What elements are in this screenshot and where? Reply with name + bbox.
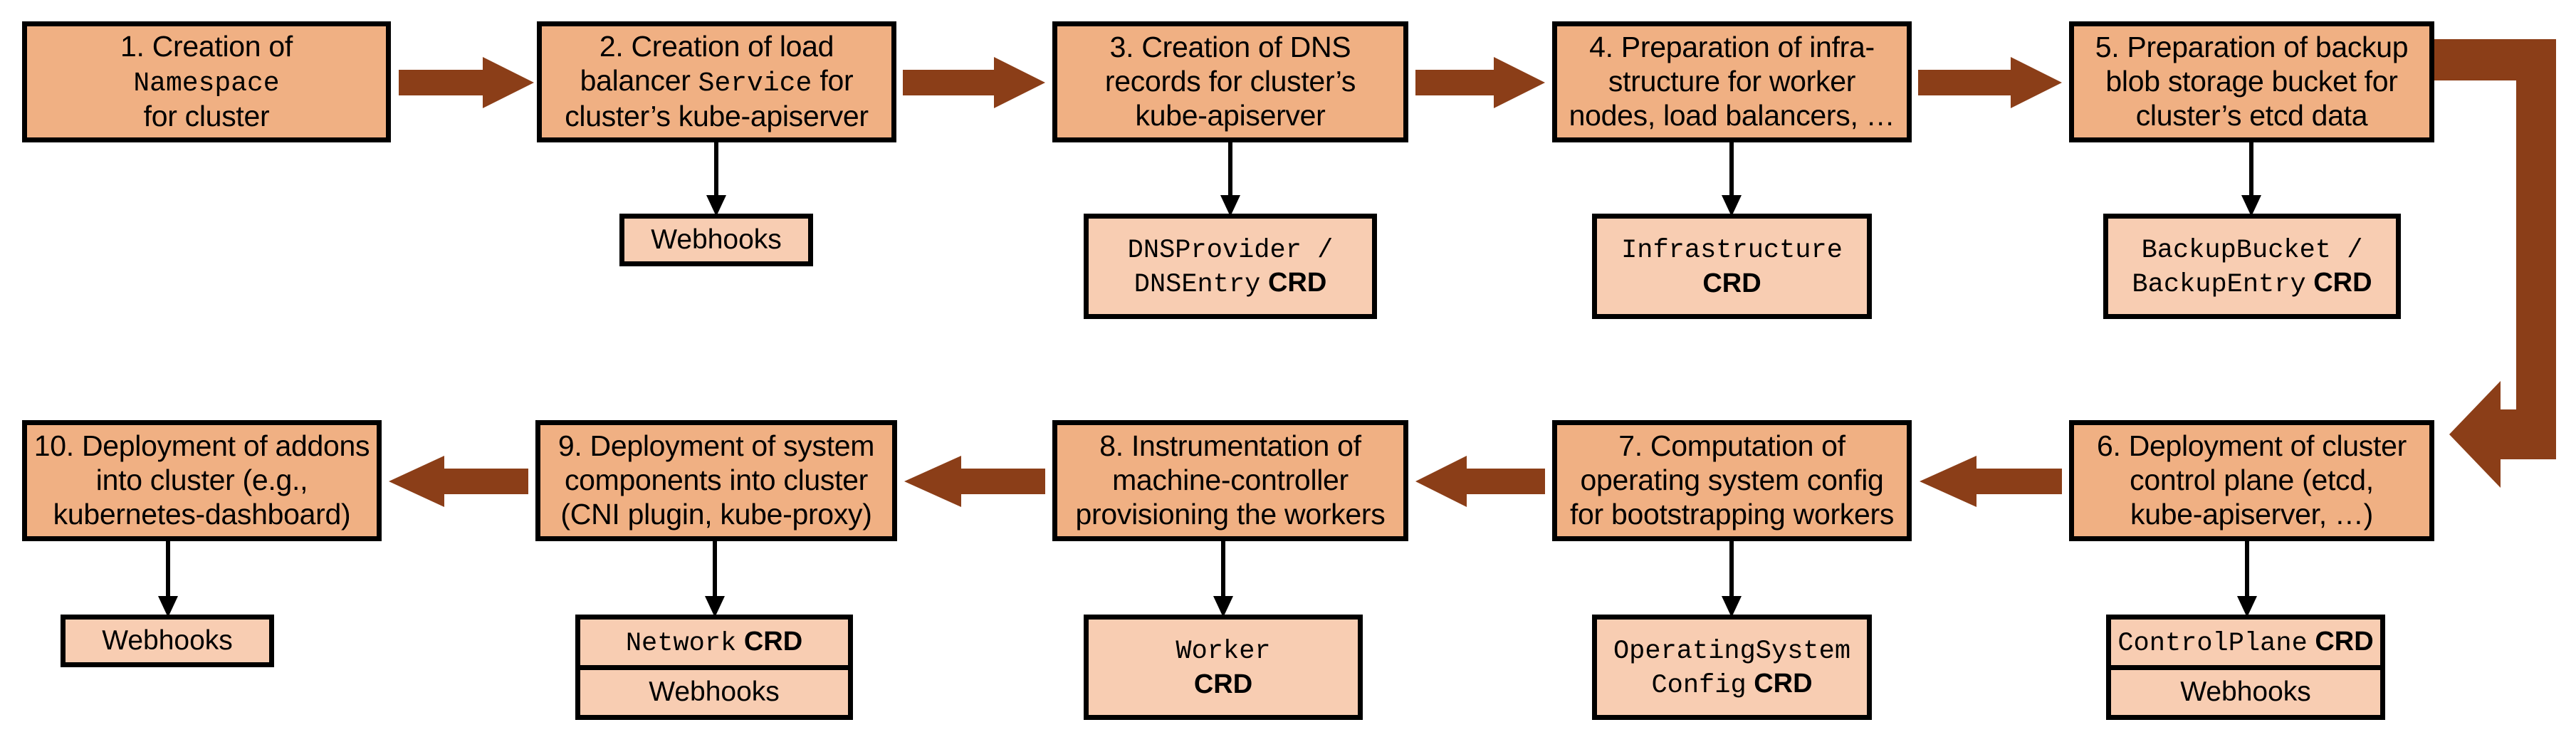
step-9-text: 9. Deployment of system components into … [557, 429, 875, 531]
step-box-7[interactable]: 7. Computation of operating system confi… [1552, 420, 1912, 541]
step-2-text: 2. Creation of load balancer Service for… [565, 29, 869, 133]
sub-box-step4-infrastructure-crd[interactable]: Infrastructure CRD [1592, 214, 1872, 319]
connector-step9-down [705, 541, 725, 617]
webhooks-label: Webhooks [651, 224, 782, 255]
sub-box-step3-dns-crd[interactable]: DNSProvider / DNSEntry CRD [1084, 214, 1377, 319]
step-box-4[interactable]: 4. Preparation of infra- structure for w… [1552, 21, 1912, 142]
connector-step8-down [1213, 541, 1233, 617]
sub-row-osc-crd: OperatingSystem Config CRD [1597, 620, 1867, 715]
connector-step3-down [1220, 142, 1240, 216]
sub-row-webhooks-10: Webhooks [66, 620, 269, 662]
arrow-step7-to-step8 [904, 456, 1045, 507]
sub-row-infrastructure-crd: Infrastructure CRD [1597, 219, 1867, 314]
sub-box-step5-backup-crd[interactable]: BackupBucket / BackupEntry CRD [2103, 214, 2401, 319]
worker-crd-label: Worker CRD [1176, 637, 1271, 699]
step-8-text: 8. Instrumentation of machine-controller… [1075, 429, 1386, 531]
dns-crd-label: DNSProvider / DNSEntry CRD [1127, 235, 1334, 300]
connector-step6-down [2237, 541, 2257, 617]
arrow-step4-to-step5 [1918, 57, 2062, 108]
webhooks-label-6: Webhooks [2180, 676, 2311, 708]
step-3-text: 3. Creation of DNS records for cluster’s… [1104, 31, 1356, 132]
arrow-step3-to-step4 [1415, 57, 1545, 108]
step-box-10[interactable]: 10. Deployment of addons into cluster (e… [22, 420, 382, 541]
controlplane-crd-label: ControlPlane CRD [2117, 626, 2374, 659]
sub-box-step6-controlplane-crd[interactable]: ControlPlane CRD Webhooks [2106, 615, 2385, 720]
arrow-step2-to-step3 [903, 57, 1045, 108]
sub-row-worker-crd: Worker CRD [1089, 620, 1358, 715]
step-4-text: 4. Preparation of infra- structure for w… [1569, 31, 1895, 132]
sub-box-step7-osc-crd[interactable]: OperatingSystem Config CRD [1592, 615, 1872, 720]
webhooks-label-10: Webhooks [102, 625, 233, 656]
webhooks-label-9: Webhooks [649, 676, 780, 708]
connector-step7-down [1722, 541, 1742, 617]
connector-step2-down [706, 142, 726, 216]
sub-row-backup-crd: BackupBucket / BackupEntry CRD [2108, 219, 2396, 314]
step-6-text: 6. Deployment of cluster control plane (… [2097, 429, 2407, 531]
step-box-3[interactable]: 3. Creation of DNS records for cluster’s… [1052, 21, 1408, 142]
sub-row-controlplane-crd: ControlPlane CRD [2111, 620, 2380, 665]
arrow-step1-to-step2 [399, 57, 534, 108]
infrastructure-crd-label: Infrastructure CRD [1621, 236, 1843, 298]
step-box-6[interactable]: 6. Deployment of cluster control plane (… [2069, 420, 2434, 541]
arrow-step5-to-step6-elbow [2434, 39, 2556, 488]
arrow-step6-to-step7 [1920, 456, 2062, 507]
step-box-2[interactable]: 2. Creation of load balancer Service for… [537, 21, 896, 142]
arrow-step9-to-step10 [389, 456, 528, 507]
sub-box-step9-network-crd[interactable]: Network CRD Webhooks [575, 615, 853, 720]
sub-row-dns-crd: DNSProvider / DNSEntry CRD [1089, 219, 1372, 314]
step-1-text: 1. Creation of Namespace for cluster [120, 29, 293, 133]
step-box-1[interactable]: 1. Creation of Namespace for cluster [22, 21, 391, 142]
sub-row-network-crd: Network CRD [580, 620, 848, 665]
sub-box-step8-worker-crd[interactable]: Worker CRD [1084, 615, 1363, 720]
arrow-step8-to-step9 [1415, 456, 1545, 507]
step-box-9[interactable]: 9. Deployment of system components into … [535, 420, 897, 541]
sub-box-step10-webhooks[interactable]: Webhooks [61, 615, 274, 667]
sub-row-webhooks-6: Webhooks [2111, 665, 2380, 715]
network-crd-label: Network CRD [625, 626, 803, 659]
sub-row-webhooks-9: Webhooks [580, 665, 848, 715]
sub-box-step2-webhooks[interactable]: Webhooks [619, 214, 813, 266]
step-5-text: 5. Preparation of backup blob storage bu… [2095, 31, 2409, 132]
connector-step10-down [158, 541, 178, 617]
osc-crd-label: OperatingSystem Config CRD [1613, 636, 1851, 701]
connector-step5-down [2241, 142, 2261, 216]
sub-row-webhooks: Webhooks [624, 219, 808, 261]
step-7-text: 7. Computation of operating system confi… [1569, 429, 1895, 531]
step-10-text: 10. Deployment of addons into cluster (e… [33, 429, 370, 531]
connector-step4-down [1722, 142, 1742, 216]
backup-crd-label: BackupBucket / BackupEntry CRD [2132, 235, 2372, 300]
step-box-8[interactable]: 8. Instrumentation of machine-controller… [1052, 420, 1408, 541]
step-box-5[interactable]: 5. Preparation of backup blob storage bu… [2069, 21, 2434, 142]
